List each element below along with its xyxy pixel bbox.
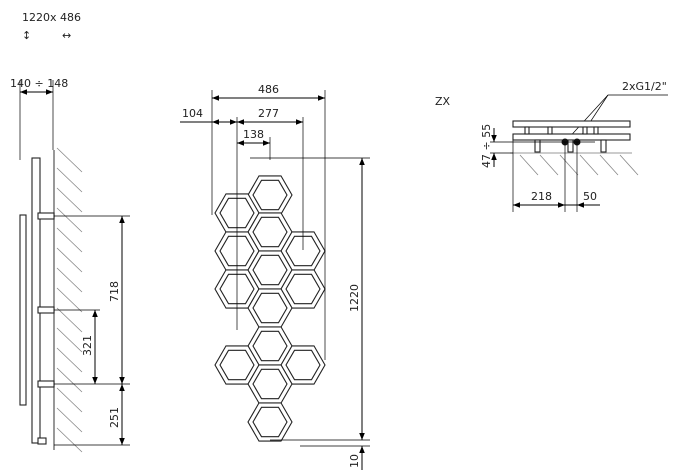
hexagon-cell — [219, 197, 255, 229]
hatch-line — [56, 427, 83, 453]
hexagon-cell — [219, 235, 255, 267]
hexagon-cell — [219, 349, 255, 381]
dim-277: 277 — [258, 107, 279, 120]
front-view: 486 104 277 138 1220 10 — [180, 83, 370, 470]
hatch-line — [619, 154, 639, 176]
hatch-line — [579, 154, 599, 176]
hatch-line — [56, 227, 83, 253]
hexagon-cell — [252, 216, 288, 248]
dim-718: 718 — [108, 281, 121, 302]
hexagon-cell — [285, 349, 321, 381]
hatch-line — [56, 147, 83, 173]
dim-486: 486 — [258, 83, 279, 96]
wall-distance-label: 47 ÷ 55 — [480, 124, 493, 168]
dim-138: 138 — [243, 128, 264, 141]
dim-10: 10 — [348, 454, 361, 468]
hexagon-cell — [252, 292, 288, 324]
hexagon-cell — [252, 368, 288, 400]
dim-321: 321 — [81, 335, 94, 356]
hatch-line — [56, 307, 83, 333]
hatch-line — [56, 327, 83, 353]
view-title-zx: ZX — [435, 95, 451, 108]
depth-label: 140 ÷ 148 — [10, 77, 68, 90]
hatch-line — [56, 287, 83, 313]
hatch-line — [599, 154, 619, 176]
hexagon-cell — [252, 330, 288, 362]
hatch-line — [56, 187, 83, 213]
hexagon-cell — [285, 235, 321, 267]
hatch-line — [56, 347, 83, 373]
wall-hatching — [56, 147, 83, 453]
side-view: 140 ÷ 148 718 321 251 — [10, 77, 130, 453]
hatch-line — [56, 207, 83, 233]
size-label: 1220x 486 — [22, 11, 81, 24]
dim-218: 218 — [531, 190, 552, 203]
hatch-line — [56, 267, 83, 293]
connection-label: 2xG1/2" — [622, 80, 667, 93]
hatch-line — [519, 154, 539, 176]
hexagon-cell — [252, 179, 288, 211]
wall-hatching-top — [519, 154, 639, 176]
hatch-line — [539, 154, 559, 176]
hatch-line — [56, 407, 83, 433]
vertical-double-arrow-icon: ↕ — [22, 29, 31, 42]
hatch-line — [56, 367, 83, 393]
hatch-line — [559, 154, 579, 176]
dim-251: 251 — [108, 407, 121, 428]
top-view: ZX 2xG1/2" 47 ÷ 55 218 50 — [435, 80, 668, 212]
hexagon-radiator — [214, 175, 326, 442]
hatch-line — [56, 387, 83, 413]
hexagon-cell — [252, 406, 288, 438]
horizontal-double-arrow-icon: ↔ — [62, 29, 71, 42]
hatch-line — [56, 247, 83, 273]
dim-104: 104 — [182, 107, 203, 120]
dim-50: 50 — [583, 190, 597, 203]
hexagon-cell — [219, 273, 255, 305]
hexagon-cell — [247, 402, 293, 442]
dim-1220: 1220 — [348, 284, 361, 312]
hexagon-cell — [252, 254, 288, 286]
hatch-line — [56, 167, 83, 193]
hexagon-cell — [285, 273, 321, 305]
